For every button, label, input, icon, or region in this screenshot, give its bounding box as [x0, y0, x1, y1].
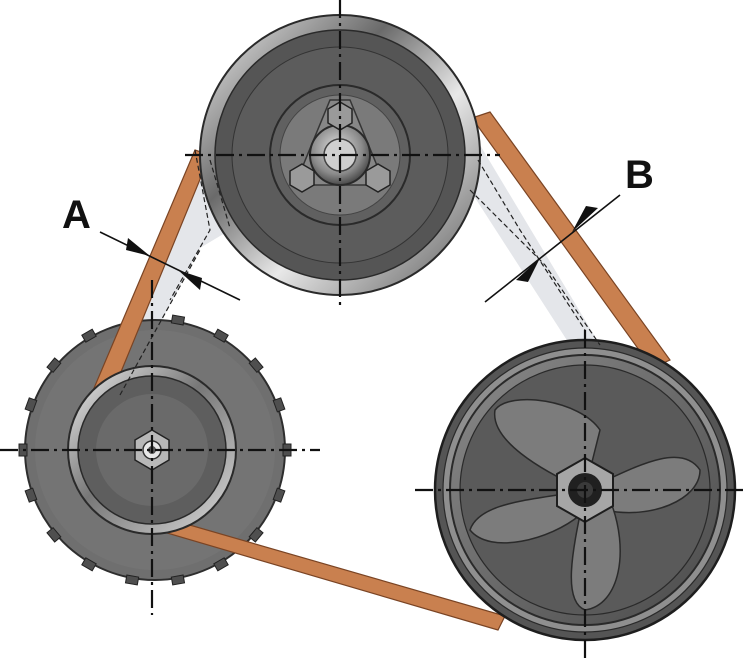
fan-fin — [248, 526, 264, 543]
label-b: B — [625, 153, 654, 197]
fan-fin — [81, 557, 97, 572]
arrow-a-bottom — [178, 270, 202, 290]
arrow-b-top — [572, 206, 598, 232]
fan-fin — [124, 574, 140, 586]
drive-belt — [71, 111, 671, 631]
fan-fin — [24, 397, 38, 413]
fan-fin — [170, 574, 186, 586]
bolt-head-left — [289, 163, 315, 193]
fan-fin — [272, 487, 286, 503]
fan-fin — [272, 397, 286, 413]
dimension-a: A — [62, 193, 241, 301]
label-a: A — [62, 193, 91, 237]
fan-fin — [213, 328, 229, 343]
fan-fin — [24, 487, 38, 503]
arrow-b-bottom — [516, 258, 540, 282]
belt-right-span — [471, 111, 671, 369]
fan-fin — [170, 314, 186, 326]
fan-fin — [46, 526, 62, 543]
dimension-b: B — [484, 153, 654, 303]
fan-fin — [46, 357, 62, 374]
fan-fin — [213, 557, 229, 572]
bolt-head-right — [365, 163, 391, 193]
fan-fin — [248, 357, 264, 374]
fan-fin — [81, 328, 97, 343]
arrow-a-top — [126, 238, 150, 256]
